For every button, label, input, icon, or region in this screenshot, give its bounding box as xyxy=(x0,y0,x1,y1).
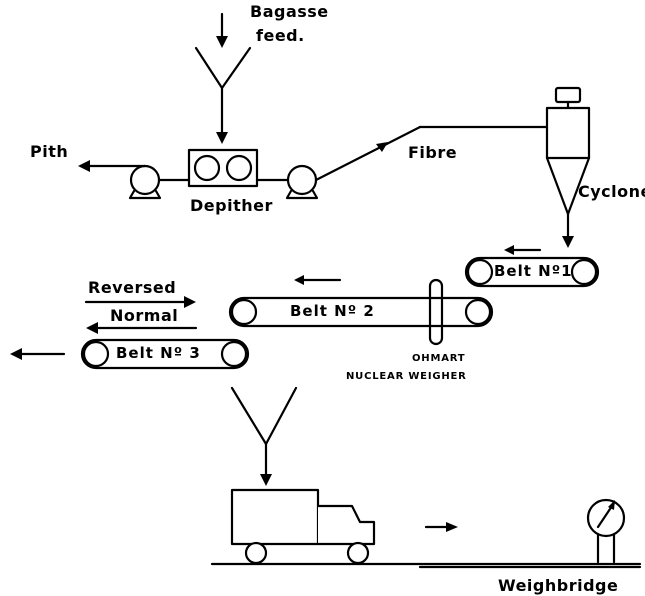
reversed-label: Reversed xyxy=(88,278,177,297)
loading-hopper xyxy=(230,386,298,486)
depither-label: Depither xyxy=(190,196,273,215)
fibre-label: Fibre xyxy=(408,143,458,162)
bagasse-feed-arrow xyxy=(216,12,228,48)
direction-arrows xyxy=(84,296,198,334)
belt-1 xyxy=(464,245,600,288)
weighbridge-label: Weighbridge xyxy=(498,576,619,595)
feed-hopper xyxy=(194,46,252,144)
belt-3-label: Belt Nº 3 xyxy=(116,344,201,362)
belt-2-label: Belt Nº 2 xyxy=(290,302,375,320)
truck xyxy=(230,488,376,565)
belt-1-label: Belt Nº1 xyxy=(494,262,573,280)
fibre-duct xyxy=(314,125,549,182)
fibre-fan xyxy=(255,164,319,200)
pith-label: Pith xyxy=(30,142,69,161)
weigher-label-line2: NUCLEAR WEIGHER xyxy=(346,371,467,382)
pith-arrow xyxy=(78,160,124,172)
belt-3 xyxy=(10,338,250,370)
cyclone-unit xyxy=(545,86,591,248)
bagasse-feed-label-line2: feed. xyxy=(256,26,305,45)
belt-2 xyxy=(228,275,494,328)
pith-fan xyxy=(120,164,191,200)
bagasse-feed-label: Bagasse xyxy=(250,2,329,21)
depither-unit xyxy=(187,148,259,188)
cyclone-label: Cyclone xyxy=(578,182,645,201)
weighbridge-scale xyxy=(586,498,626,564)
normal-label: Normal xyxy=(110,306,179,325)
nuclear-weigher xyxy=(428,278,444,346)
weigher-label: OHMART xyxy=(412,353,466,364)
truck-arrow xyxy=(424,522,458,532)
